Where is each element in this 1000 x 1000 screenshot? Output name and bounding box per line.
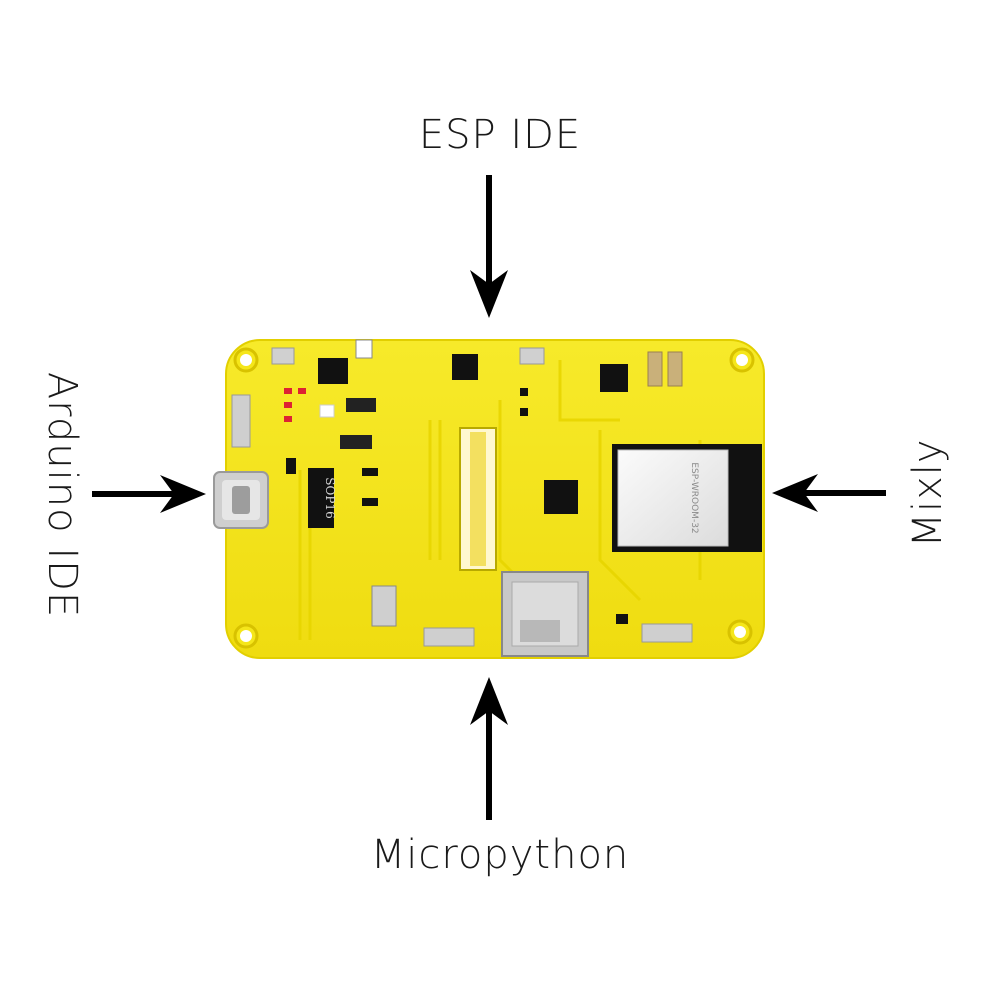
label-micropython: Micropython — [370, 832, 630, 878]
dip-switch — [667, 351, 683, 387]
mounting-hole — [727, 619, 753, 645]
bottom-connector — [371, 585, 397, 627]
label-arduino-ide: Arduino IDE — [39, 371, 85, 619]
mounting-hole — [233, 623, 259, 649]
bottom-connector — [423, 627, 475, 647]
chip — [452, 354, 478, 380]
label-mixly: Mixly — [905, 438, 951, 548]
usb-c-port — [213, 471, 269, 529]
chip — [340, 435, 372, 449]
pcb-board: SOP16 ESP-WROOM-3 — [213, 339, 765, 659]
smd-components — [284, 388, 306, 422]
chip — [544, 480, 578, 514]
sop16-label: SOP16 — [323, 477, 337, 518]
dip-switch — [647, 351, 663, 387]
arrow-down-icon — [470, 175, 508, 318]
bottom-connector — [641, 623, 693, 643]
speaker-connector — [519, 347, 545, 365]
arrow-left-icon — [772, 474, 886, 512]
battery-connector — [271, 347, 295, 365]
arrow-up-icon — [470, 677, 508, 820]
sop16-chip: SOP16 — [308, 468, 337, 528]
button-switch — [355, 339, 373, 359]
chip — [600, 364, 628, 392]
chip — [346, 398, 376, 412]
mounting-hole — [729, 347, 755, 373]
chip — [318, 358, 348, 384]
esp32-module: ESP-WROOM-32 — [612, 444, 762, 552]
led — [319, 404, 335, 418]
arrow-right-icon — [92, 475, 206, 513]
mounting-hole — [233, 347, 259, 373]
side-connector — [231, 394, 251, 448]
sd-card-slot — [501, 571, 589, 657]
module-label: ESP-WROOM-32 — [689, 462, 699, 533]
display-connector — [459, 427, 497, 571]
label-esp-ide: ESP IDE — [418, 112, 582, 158]
